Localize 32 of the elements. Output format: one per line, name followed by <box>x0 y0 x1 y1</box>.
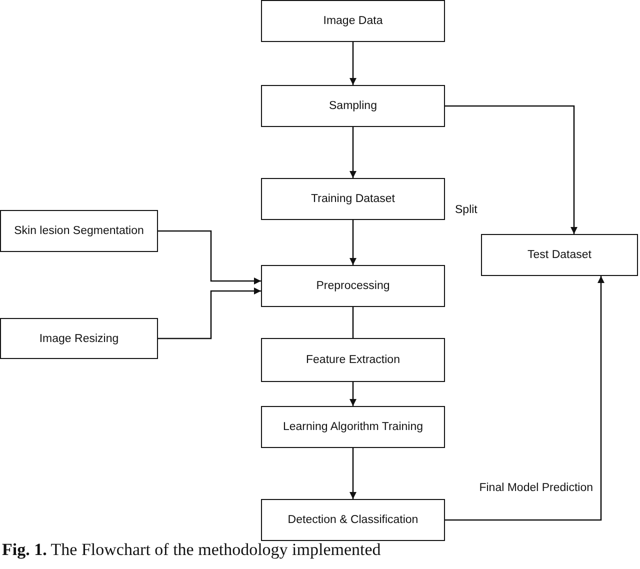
arrow <box>350 127 356 178</box>
arrow <box>350 382 356 406</box>
box-label: Image Resizing <box>39 332 119 344</box>
arrow <box>158 230 261 284</box>
box-label: Feature Extraction <box>306 354 400 366</box>
process-box <box>261 0 445 42</box>
process-box <box>0 318 158 359</box>
arrow <box>350 448 356 499</box>
process-box <box>261 338 445 382</box>
edge-label: Final Model Prediction <box>479 482 593 494</box>
box-label: Sampling <box>329 100 377 112</box>
arrow <box>445 276 604 521</box>
box-label: Preprocessing <box>316 280 390 292</box>
box-label: Image Data <box>323 15 383 27</box>
figure-caption: Fig. 1. The Flowchart of the methodology implemented <box>2 540 381 560</box>
process-box <box>261 499 445 541</box>
box-label: Skin lesion Segmentation <box>14 225 144 237</box>
box-label: Learning Algorithm Training <box>283 421 423 433</box>
box-label: Training Dataset <box>311 193 395 205</box>
arrow <box>445 105 578 234</box>
arrow <box>158 288 261 340</box>
process-box <box>261 178 445 220</box>
note-text: Split <box>455 204 478 216</box>
arrow <box>350 220 356 265</box>
process-box <box>261 265 445 307</box>
process-box <box>261 85 445 127</box>
box-label: Detection & Classification <box>288 514 418 526</box>
process-box <box>481 234 638 276</box>
arrow <box>350 42 356 85</box>
box-label: Test Dataset <box>528 249 592 261</box>
process-box <box>0 210 158 252</box>
process-box <box>261 406 445 448</box>
